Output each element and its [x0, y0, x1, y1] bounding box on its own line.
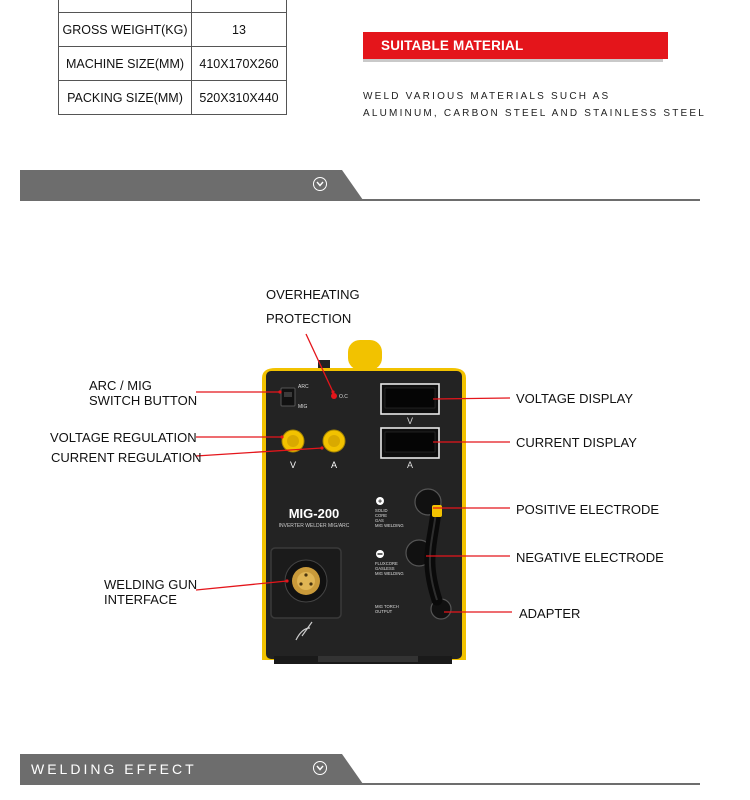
table-row: GROSS WEIGHT(KG) 13	[58, 12, 287, 47]
suitable-material-text: WELD VARIOUS MATERIALS SUCH AS ALUMINUM,…	[363, 88, 706, 122]
handle	[348, 340, 382, 370]
section-tab	[20, 170, 363, 200]
callout-current-regulation: CURRENT REGULATION	[51, 450, 202, 465]
spec-table: GROSS WEIGHT(KG) 13 MACHINE SIZE(MM) 410…	[58, 0, 287, 115]
callout-welding-gun-interface: WELDING GUN INTERFACE	[104, 577, 197, 607]
svg-text:MIG TORCH: MIG TORCH	[375, 604, 399, 609]
svg-text:GASLESS: GASLESS	[375, 566, 395, 571]
section-divider	[20, 170, 700, 201]
svg-text:A: A	[331, 460, 337, 470]
callout-adapter: ADAPTER	[519, 606, 581, 621]
spec-key: PACKING SIZE(MM)	[58, 80, 192, 115]
spec-value: 410X170X260	[191, 46, 287, 81]
callout-overheating: OVERHEATING PROTECTION	[266, 287, 360, 326]
material-line-1: WELD VARIOUS MATERIALS SUCH AS	[363, 91, 611, 102]
plus-icon	[376, 497, 384, 505]
section-line	[20, 199, 700, 201]
svg-text:+: +	[378, 499, 382, 506]
callout-text: SWITCH BUTTON	[89, 393, 198, 408]
section-tab	[20, 754, 363, 784]
suitable-material-banner: SUITABLE MATERIAL	[363, 32, 668, 59]
svg-text:O.C: O.C	[339, 394, 348, 400]
callout-negative-electrode: NEGATIVE ELECTRODE	[516, 550, 664, 565]
svg-text:FLUXCORE: FLUXCORE	[375, 561, 398, 566]
banner-shadow	[363, 59, 663, 62]
svg-text:MIG WELDING: MIG WELDING	[375, 523, 404, 528]
overheat-led	[331, 393, 337, 399]
svg-text:SOLID: SOLID	[375, 508, 388, 513]
callout-text: INTERFACE	[104, 592, 177, 607]
spec-value: 13	[191, 12, 287, 47]
model-name: MIG-200	[289, 506, 340, 521]
svg-text:CORE: CORE	[375, 513, 387, 518]
material-line-2: ALUMINUM, CARBON STEEL AND STAINLESS STE…	[363, 108, 707, 119]
chevron-down-icon[interactable]	[313, 761, 327, 775]
callout-voltage-regulation: VOLTAGE REGULATION	[50, 430, 197, 445]
callout-text: PROTECTION	[266, 311, 352, 326]
svg-text:INVERTER WELDER MIG/ARC: INVERTER WELDER MIG/ARC	[279, 523, 350, 529]
spec-key: GROSS WEIGHT(KG)	[58, 12, 192, 47]
welder-logo-icon	[295, 621, 313, 641]
callout-text: WELDING GUN	[104, 577, 198, 592]
callout-current-display: CURRENT DISPLAY	[516, 435, 637, 450]
callout-voltage-display: VOLTAGE DISPLAY	[516, 391, 634, 406]
callout-text: OVERHEATING	[266, 287, 360, 302]
svg-text:A: A	[407, 460, 413, 470]
section-title: WELDING EFFECT	[31, 761, 197, 777]
section-divider-welding-effect: WELDING EFFECT	[20, 754, 700, 785]
svg-text:MIG: MIG	[298, 404, 308, 410]
table-row: MACHINE SIZE(MM) 410X170X260	[58, 46, 287, 81]
table-row: PACKING SIZE(MM) 520X310X440	[58, 80, 287, 115]
callout-arc-mig-switch: ARC / MIG SWITCH BUTTON	[89, 378, 197, 408]
svg-text:ARC: ARC	[298, 384, 309, 390]
section-line	[20, 783, 700, 785]
svg-text:MIG WELDING: MIG WELDING	[375, 571, 404, 576]
svg-text:V: V	[407, 416, 413, 426]
spec-value: 520X310X440	[191, 80, 287, 115]
chevron-down-icon[interactable]	[313, 177, 327, 191]
svg-text:GAS: GAS	[375, 518, 384, 523]
cable-clip	[432, 505, 442, 517]
svg-text:V: V	[290, 460, 296, 470]
callout-positive-electrode: POSITIVE ELECTRODE	[516, 502, 660, 517]
callout-text: ARC / MIG	[89, 378, 152, 393]
svg-text:OUTPUT: OUTPUT	[375, 609, 393, 614]
